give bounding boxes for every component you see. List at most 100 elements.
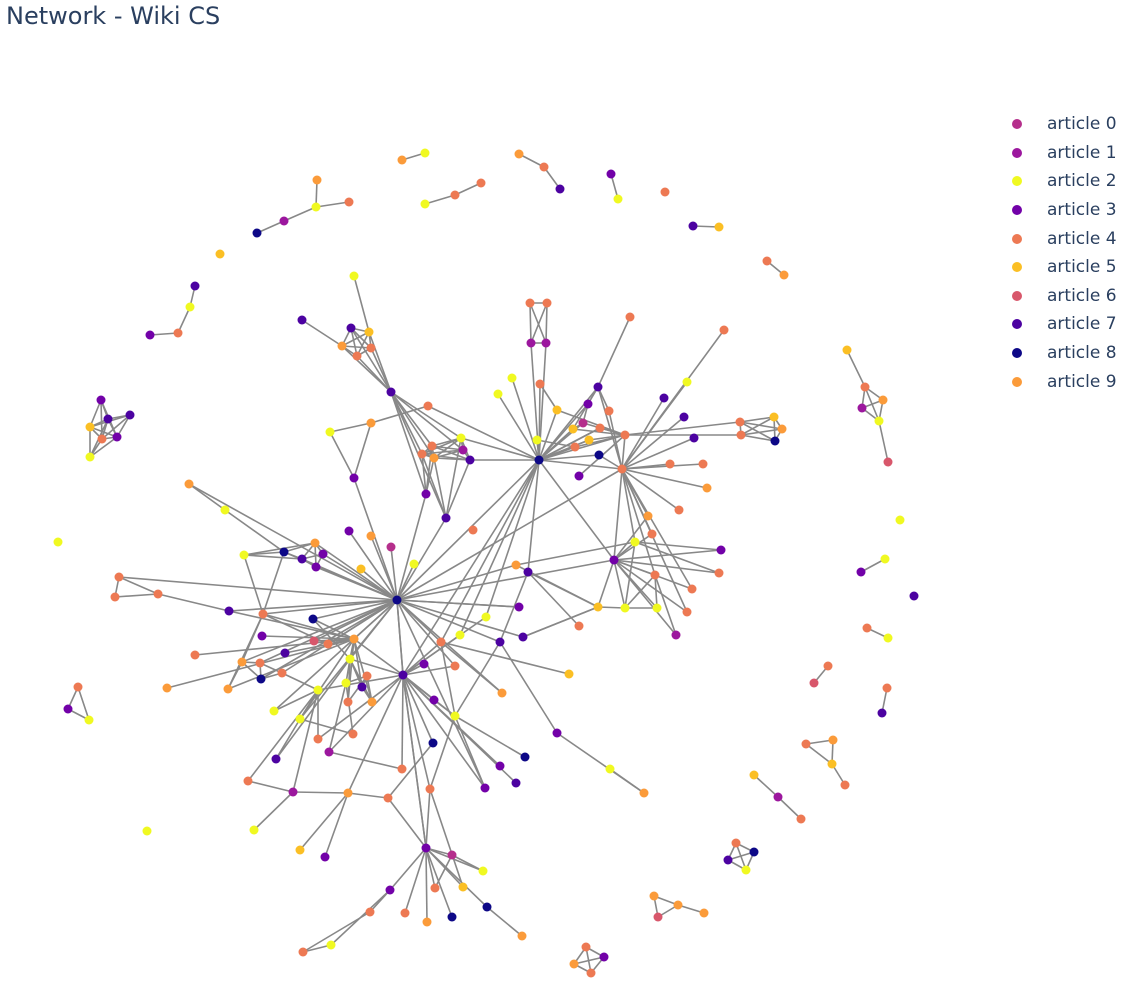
node-article-2[interactable] <box>420 199 430 209</box>
node-article-9[interactable] <box>366 531 376 541</box>
node-article-8[interactable] <box>447 912 457 922</box>
node-article-9[interactable] <box>337 341 347 351</box>
node-article-8[interactable] <box>392 595 402 605</box>
node-article-4[interactable] <box>277 668 287 678</box>
node-article-7[interactable] <box>224 606 234 616</box>
node-article-4[interactable] <box>617 464 627 474</box>
node-article-9[interactable] <box>312 175 322 185</box>
legend-item-article-1[interactable]: article 1 <box>1006 139 1117 168</box>
node-article-5[interactable] <box>584 435 594 445</box>
node-article-4[interactable] <box>173 328 183 338</box>
node-article-4[interactable] <box>604 406 614 416</box>
node-article-9[interactable] <box>429 453 439 463</box>
node-article-5[interactable] <box>215 249 225 259</box>
node-article-4[interactable] <box>313 734 323 744</box>
node-article-4[interactable] <box>73 682 83 692</box>
node-article-4[interactable] <box>796 814 806 824</box>
node-article-8[interactable] <box>534 455 544 465</box>
node-article-3[interactable] <box>63 704 73 714</box>
node-article-9[interactable] <box>497 688 507 698</box>
node-article-4[interactable] <box>586 968 596 978</box>
node-article-9[interactable] <box>223 684 233 694</box>
node-article-7[interactable] <box>688 221 698 231</box>
node-article-5[interactable] <box>749 770 759 780</box>
node-article-4[interactable] <box>430 883 440 893</box>
node-article-8[interactable] <box>428 738 438 748</box>
node-article-2[interactable] <box>455 630 465 640</box>
network-plot[interactable] <box>0 0 1000 1006</box>
node-article-6[interactable] <box>309 636 319 646</box>
node-article-3[interactable] <box>609 555 619 565</box>
node-article-5[interactable] <box>827 759 837 769</box>
node-article-5[interactable] <box>769 412 779 422</box>
node-article-4[interactable] <box>365 907 375 917</box>
node-article-4[interactable] <box>823 661 833 671</box>
node-article-4[interactable] <box>698 459 708 469</box>
node-article-2[interactable] <box>269 706 279 716</box>
node-article-4[interactable] <box>647 529 657 539</box>
node-article-7[interactable] <box>877 708 887 718</box>
node-article-7[interactable] <box>495 637 505 647</box>
node-article-9[interactable] <box>367 697 377 707</box>
node-article-9[interactable] <box>639 788 649 798</box>
node-article-2[interactable] <box>605 764 615 774</box>
node-article-7[interactable] <box>297 315 307 325</box>
node-article-2[interactable] <box>239 550 249 560</box>
node-article-3[interactable] <box>318 549 328 559</box>
node-article-9[interactable] <box>649 891 659 901</box>
node-article-9[interactable] <box>643 511 653 521</box>
node-article-2[interactable] <box>630 537 640 547</box>
node-article-4[interactable] <box>343 697 353 707</box>
node-article-3[interactable] <box>311 562 321 572</box>
node-article-7[interactable] <box>523 567 533 577</box>
node-article-9[interactable] <box>702 483 712 493</box>
node-article-9[interactable] <box>514 149 524 159</box>
node-article-2[interactable] <box>620 603 630 613</box>
node-article-4[interactable] <box>539 162 549 172</box>
node-article-4[interactable] <box>665 459 675 469</box>
node-article-1[interactable] <box>279 216 289 226</box>
node-article-2[interactable] <box>507 373 517 383</box>
node-article-7[interactable] <box>271 754 281 764</box>
node-article-2[interactable] <box>220 505 230 515</box>
node-article-4[interactable] <box>719 325 729 335</box>
node-article-5[interactable] <box>364 327 374 337</box>
node-article-0[interactable] <box>578 418 588 428</box>
node-article-7[interactable] <box>357 682 367 692</box>
node-article-3[interactable] <box>96 395 106 405</box>
node-article-7[interactable] <box>346 323 356 333</box>
node-article-2[interactable] <box>326 940 336 950</box>
node-article-4[interactable] <box>542 298 552 308</box>
node-article-5[interactable] <box>458 882 468 892</box>
node-article-2[interactable] <box>682 377 692 387</box>
node-article-8[interactable] <box>749 847 759 857</box>
node-article-0[interactable] <box>386 542 396 552</box>
node-article-2[interactable] <box>481 612 491 622</box>
node-article-2[interactable] <box>613 194 623 204</box>
node-article-9[interactable] <box>366 418 376 428</box>
node-article-2[interactable] <box>311 202 321 212</box>
node-article-5[interactable] <box>356 564 366 574</box>
node-article-8[interactable] <box>308 614 318 624</box>
node-article-3[interactable] <box>856 567 866 577</box>
node-article-4[interactable] <box>352 351 362 361</box>
node-article-9[interactable] <box>828 735 838 745</box>
node-article-3[interactable] <box>421 843 431 853</box>
node-article-1[interactable] <box>671 630 681 640</box>
node-article-7[interactable] <box>398 670 408 680</box>
node-article-7[interactable] <box>593 382 603 392</box>
node-article-3[interactable] <box>583 399 593 409</box>
node-article-3[interactable] <box>419 659 429 669</box>
node-article-9[interactable] <box>777 424 787 434</box>
node-article-2[interactable] <box>85 452 95 462</box>
node-article-9[interactable] <box>511 560 521 570</box>
node-article-2[interactable] <box>493 389 503 399</box>
node-article-3[interactable] <box>514 602 524 612</box>
legend-item-article-6[interactable]: article 6 <box>1006 282 1117 311</box>
node-article-6[interactable] <box>653 912 663 922</box>
node-article-4[interactable] <box>476 178 486 188</box>
node-article-1[interactable] <box>458 445 468 455</box>
node-article-2[interactable] <box>53 537 63 547</box>
node-article-4[interactable] <box>436 637 446 647</box>
node-article-4[interactable] <box>258 609 268 619</box>
